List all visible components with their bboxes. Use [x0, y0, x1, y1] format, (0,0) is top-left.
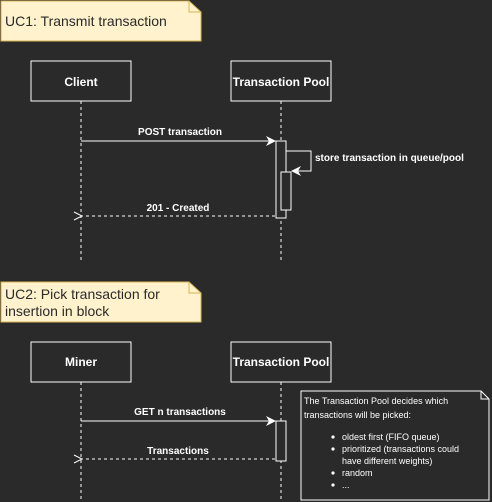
note-fold	[480, 391, 489, 400]
get-label: GET n transactions	[134, 407, 226, 418]
uc1-client-participant: Client	[30, 60, 132, 260]
uc2-miner-participant: Miner	[30, 341, 132, 500]
uc2-title-line1: UC2: Pick transaction for	[5, 286, 160, 302]
uc1-title-shape	[0, 0, 202, 42]
miner-label: Miner	[65, 355, 97, 369]
uc2-get-message: GET n transactions	[81, 407, 276, 426]
uc1-title-fold	[188, 1, 201, 13]
uc1-pool-label: Transaction Pool	[233, 75, 330, 89]
uc1-pool-participant: Transaction Pool	[230, 60, 332, 260]
uc2-title-fold	[188, 282, 201, 294]
uc1-title-note: UC1: Transmit transaction	[0, 0, 202, 42]
uc1-store-message: store transaction in queue/pool	[286, 150, 464, 176]
created-label: 201 - Created	[147, 203, 210, 214]
uc2-note: The Transaction Pool decides which trans…	[300, 390, 490, 501]
note-bullet-item: prioritized (transactions could	[342, 444, 459, 454]
note-bullet-dot	[331, 447, 335, 451]
note-bullet-item: random	[342, 468, 373, 478]
store-arrow	[286, 150, 312, 176]
uc2-title-shape	[0, 281, 202, 323]
uc2-title-note: UC2: Pick transaction for insertion in b…	[0, 281, 202, 323]
uc2-pool-participant: Transaction Pool	[230, 341, 332, 500]
note-bullet-dot	[331, 471, 335, 475]
client-label: Client	[64, 75, 97, 89]
uc1-created-message: 201 - Created	[82, 203, 275, 216]
note-line1: The Transaction Pool decides which	[304, 396, 448, 406]
uc2-transactions-message: Transactions	[82, 446, 275, 459]
uc2-title-line2: insertion in block	[5, 303, 110, 319]
post-label: POST transaction	[138, 127, 222, 138]
note-bullet-item: oldest first (FIFO queue)	[342, 432, 440, 442]
uc2-pool-activation	[275, 420, 287, 462]
note-bullet-dot	[331, 483, 335, 487]
uc1-title: UC1: Transmit transaction	[5, 13, 167, 29]
note-bullet-item: ...	[342, 480, 350, 490]
uc1-post-message: POST transaction	[81, 127, 276, 146]
note-line2: transactions will be picked:	[304, 410, 411, 420]
transactions-label: Transactions	[147, 446, 209, 457]
note-bullet-item-continuation: have different weights)	[342, 456, 432, 466]
uc1-pool-self-activation	[280, 171, 292, 211]
note-shape	[300, 390, 490, 501]
note-bullet-dot	[331, 435, 335, 439]
store-label: store transaction in queue/pool	[315, 153, 464, 164]
uc2-pool-label: Transaction Pool	[233, 355, 330, 369]
